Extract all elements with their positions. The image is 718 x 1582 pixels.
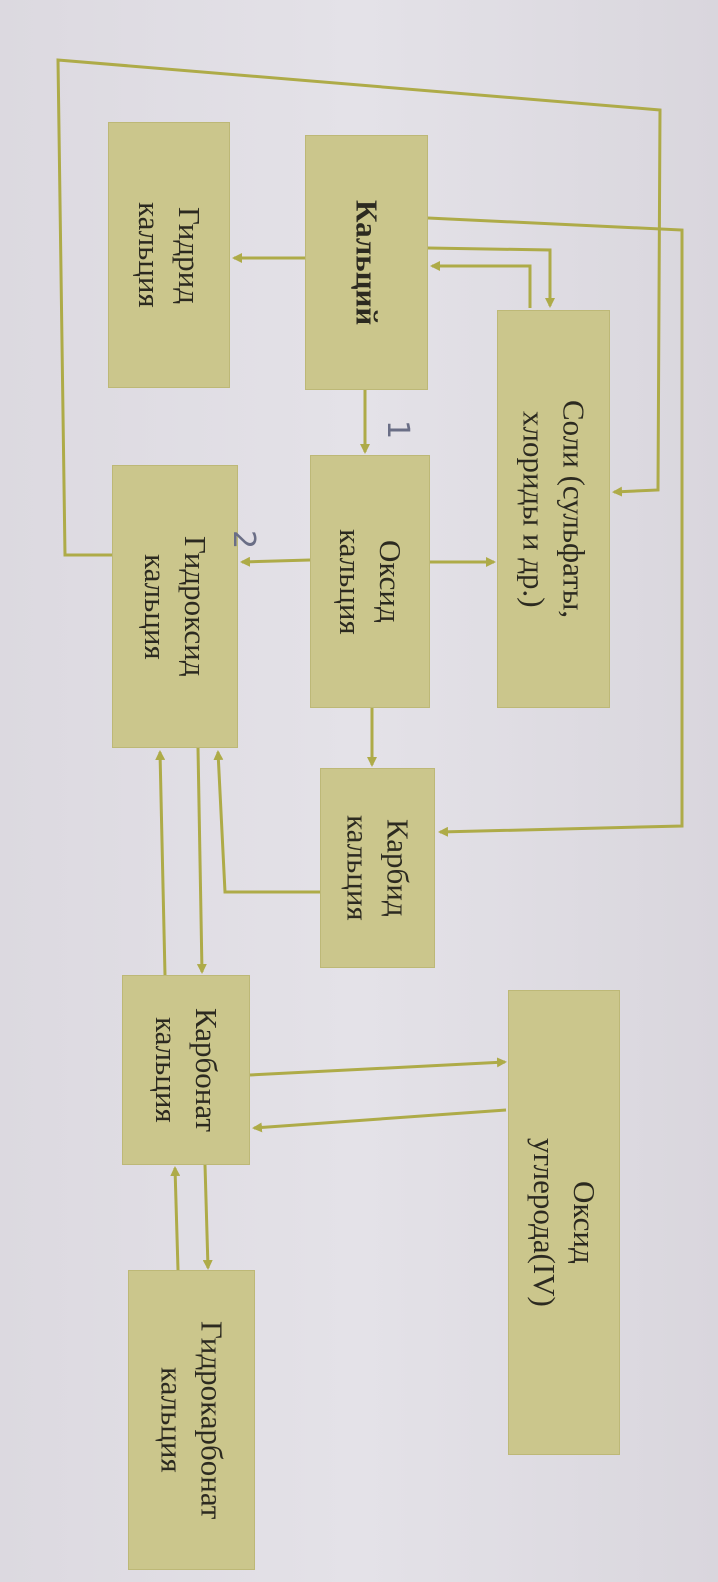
arrow-calcium-carbide [427, 216, 684, 837]
arrow-oxide-hydroxide [240, 556, 311, 567]
label-calcium-carbide: Карбид кальция [340, 815, 416, 921]
label-calcium-hydride: Гидрид кальция [132, 202, 207, 308]
arrow-carbide-hydroxide [213, 750, 320, 894]
arrow-hydroxide-carbonate [196, 747, 207, 974]
handwritten-mark-2: 2 [226, 529, 262, 550]
handwritten-mark-1: 1 [380, 419, 416, 440]
label-salts: Соли (сульфаты, хлориды и др.) [516, 399, 592, 619]
box-salts: Соли (сульфаты, хлориды и др.) [497, 310, 610, 708]
arrow-calcium-salts [427, 246, 555, 308]
box-carbon-dioxide: Оксид углерода(IV) [508, 990, 620, 1455]
label-calcium: Кальций [349, 199, 385, 326]
box-calcium-hydride: Гидрид кальция [108, 122, 230, 388]
box-calcium-oxide: Оксид кальция [310, 455, 430, 708]
label-carbon-dioxide: Оксид углерода(IV) [527, 1138, 602, 1307]
box-calcium-carbide: Карбид кальция [320, 768, 435, 968]
label-calcium-oxide: Оксид кальция [333, 528, 408, 635]
box-calcium-carbonate: Карбонат кальция [122, 975, 250, 1165]
arrow-salts-calcium [430, 261, 532, 308]
arrow-carbonate-bicarbonate [202, 1164, 213, 1270]
label-calcium-bicarbonate: Гидрокарбонат кальция [154, 1320, 230, 1520]
label-calcium-carbonate: Карбонат кальция [149, 1008, 224, 1132]
arrow-co2-carbonate [252, 1108, 507, 1133]
arrow-hydroxide-salts [56, 58, 662, 557]
arrow-bicarbonate-carbonate [170, 1166, 181, 1271]
box-calcium: Кальций [305, 135, 428, 390]
arrow-carbonate-hydroxide [155, 750, 167, 976]
label-calcium-hydroxide: Гидроксид кальция [138, 536, 213, 677]
arrow-carbonate-co2 [249, 1057, 507, 1077]
box-calcium-bicarbonate: Гидрокарбонат кальция [128, 1270, 255, 1570]
box-calcium-hydroxide: Гидроксид кальция [112, 465, 238, 748]
